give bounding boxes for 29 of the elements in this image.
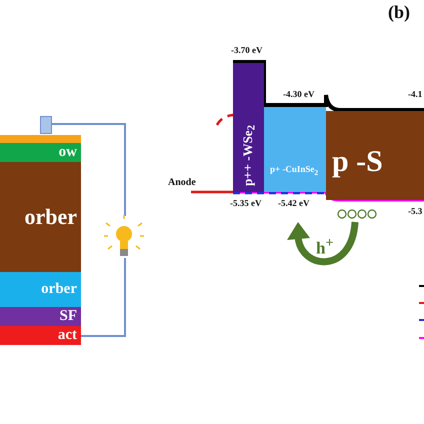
circuit-wire bbox=[52, 123, 126, 216]
electrode-label: Anode bbox=[168, 178, 196, 188]
layer-label: SF bbox=[59, 309, 77, 324]
band-region bbox=[264, 107, 326, 192]
layer-band bbox=[0, 326, 81, 345]
layer-band bbox=[0, 162, 81, 272]
layer-band bbox=[0, 307, 81, 326]
layer-label: p -S bbox=[332, 147, 383, 177]
band-region bbox=[233, 63, 264, 192]
layer-label: p+ -CuInSe$_{2}$ bbox=[270, 165, 318, 176]
panel-label: (b) bbox=[388, 3, 410, 21]
energy-label: -3.70 eV bbox=[231, 46, 262, 55]
layer-label: orber bbox=[41, 282, 77, 297]
layer-label: act bbox=[58, 328, 77, 343]
energy-label: -5.3 bbox=[408, 207, 422, 216]
layer-band bbox=[0, 143, 81, 162]
energy-label: -5.35 eV bbox=[230, 199, 262, 208]
layer-label: ow bbox=[58, 145, 77, 160]
layer-label: orber bbox=[24, 206, 77, 228]
circuit-wire bbox=[81, 258, 126, 337]
layer-band bbox=[0, 272, 81, 307]
energy-label: -5.42 eV bbox=[278, 199, 310, 208]
charge-label: h$^{+}$ bbox=[316, 236, 334, 257]
energy-label: -4.30 eV bbox=[283, 90, 314, 99]
layer-band bbox=[0, 135, 81, 143]
band-region bbox=[326, 111, 424, 200]
picture bbox=[103, 214, 145, 256]
energy-label: -4.1 bbox=[408, 90, 422, 99]
contact-pad bbox=[40, 116, 52, 134]
